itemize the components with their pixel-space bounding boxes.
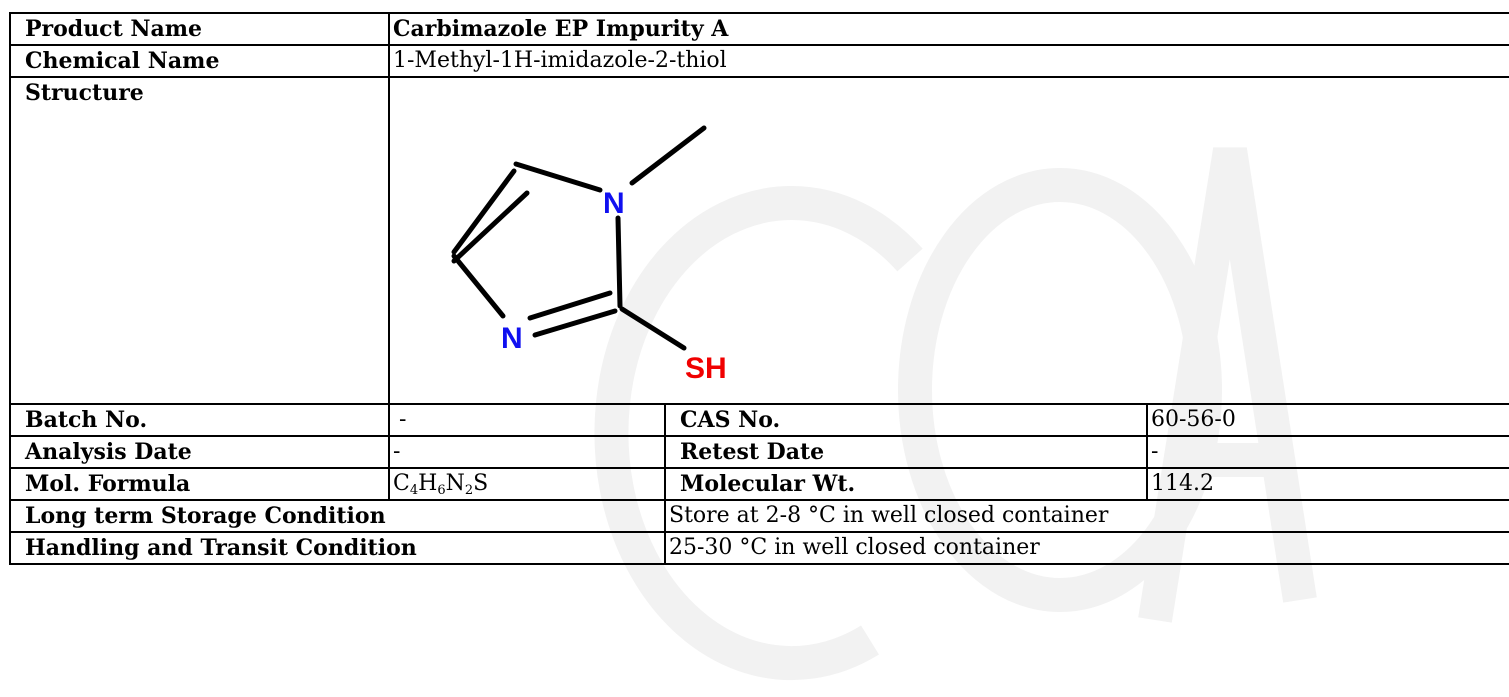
nitrogen-atom-3: N bbox=[501, 322, 523, 355]
product-name-value: Carbimazole EP Impurity A bbox=[388, 12, 1509, 46]
thiol-group: SH bbox=[685, 352, 727, 385]
row-batch-cas: Batch No. - CAS No. 60-56-0 bbox=[9, 403, 1509, 437]
structure-cell: N N SH bbox=[388, 76, 1509, 405]
nitrogen-atom-1: N bbox=[603, 187, 625, 220]
molecular-wt-value: 114.2 bbox=[1146, 467, 1509, 501]
coa-table: Product Name Carbimazole EP Impurity A C… bbox=[9, 12, 1509, 565]
formula-nitrogen-count: 2 bbox=[464, 482, 474, 498]
formula-carbon: C bbox=[393, 470, 410, 496]
product-name-label: Product Name bbox=[9, 12, 390, 46]
row-structure: Structure N N S bbox=[9, 76, 1509, 405]
row-storage: Long term Storage Condition Store at 2-8… bbox=[9, 499, 1509, 533]
chemical-name-value: 1-Methyl-1H-imidazole-2-thiol bbox=[388, 44, 1509, 78]
cas-no-value: 60-56-0 bbox=[1146, 403, 1509, 437]
handling-label: Handling and Transit Condition bbox=[9, 531, 666, 565]
formula-hydrogen: H bbox=[418, 470, 438, 496]
structure-label: Structure bbox=[9, 76, 390, 405]
chemical-name-label: Chemical Name bbox=[9, 44, 390, 78]
storage-label: Long term Storage Condition bbox=[9, 499, 666, 533]
row-chemical-name: Chemical Name 1-Methyl-1H-imidazole-2-th… bbox=[9, 44, 1509, 78]
retest-date-label: Retest Date bbox=[664, 435, 1148, 469]
row-handling: Handling and Transit Condition 25-30 °C … bbox=[9, 531, 1509, 565]
handling-value: 25-30 °C in well closed container bbox=[664, 531, 1509, 565]
analysis-date-value: - bbox=[388, 435, 666, 469]
batch-no-label: Batch No. bbox=[9, 403, 390, 437]
formula-nitrogen: N bbox=[445, 470, 465, 496]
row-analysis-retest: Analysis Date - Retest Date - bbox=[9, 435, 1509, 469]
analysis-date-label: Analysis Date bbox=[9, 435, 390, 469]
batch-no-value: - bbox=[388, 403, 666, 437]
row-formula-weight: Mol. Formula C4H6N2S Molecular Wt. 114.2 bbox=[9, 467, 1509, 501]
mol-formula-value: C4H6N2S bbox=[388, 467, 666, 501]
formula-carbon-count: 4 bbox=[409, 482, 419, 498]
row-product-name: Product Name Carbimazole EP Impurity A bbox=[9, 12, 1509, 46]
molecular-wt-label: Molecular Wt. bbox=[664, 467, 1148, 501]
formula-sulfur: S bbox=[473, 470, 489, 496]
cas-no-label: CAS No. bbox=[664, 403, 1148, 437]
retest-date-value: - bbox=[1146, 435, 1509, 469]
formula-hydrogen-count: 6 bbox=[437, 482, 446, 498]
molecule-structure-image: N N SH bbox=[451, 125, 727, 385]
mol-formula-label: Mol. Formula bbox=[9, 467, 390, 501]
storage-value: Store at 2-8 °C in well closed container bbox=[664, 499, 1509, 533]
